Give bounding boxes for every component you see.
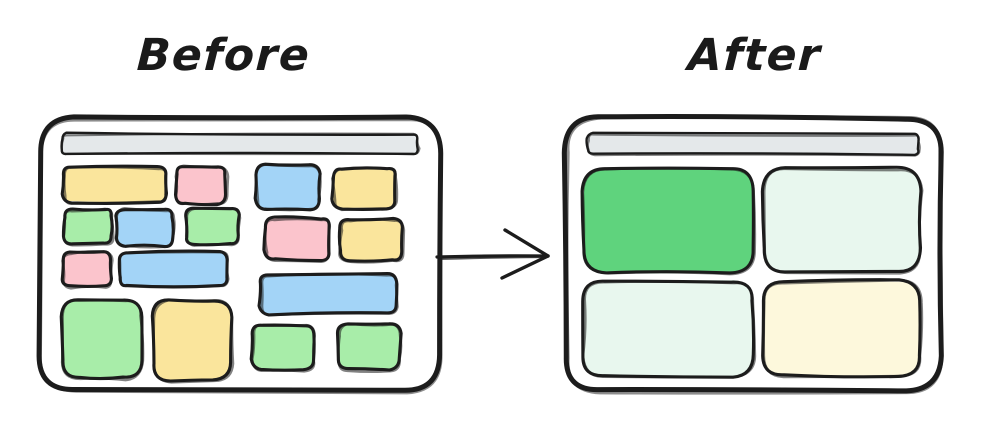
tile-6[interactable] xyxy=(114,206,176,249)
tile-8[interactable] xyxy=(262,215,332,263)
after-tile-bottom-right-fill xyxy=(762,281,921,376)
tile-5-fill xyxy=(63,209,113,245)
before-panel-tiles xyxy=(59,162,406,384)
transform-arrow-group xyxy=(435,228,550,280)
after-tile-top-right-outline-under xyxy=(763,167,924,275)
after-panel-frame-outline xyxy=(561,114,944,394)
tile-6-fill xyxy=(116,208,173,246)
tile-4-outline xyxy=(330,166,397,211)
tile-4[interactable] xyxy=(330,166,399,212)
before-label: Before xyxy=(135,30,312,81)
tile-16-fill xyxy=(337,322,400,371)
tile-12[interactable] xyxy=(257,272,399,317)
tile-11-fill xyxy=(119,251,227,288)
after-tile-top-right-fill xyxy=(762,166,921,274)
after-tile-bottom-left-outline xyxy=(581,279,756,379)
tile-15-fill xyxy=(251,323,315,370)
tile-1-fill xyxy=(63,166,168,203)
tile-5[interactable] xyxy=(61,207,115,247)
tile-2-outline xyxy=(173,165,228,207)
tile-9-fill xyxy=(340,218,403,261)
tile-13[interactable] xyxy=(59,298,145,382)
before-panel-group xyxy=(36,114,444,395)
after-panel-group xyxy=(561,114,944,395)
tile-16[interactable] xyxy=(335,322,403,374)
tile-10-outline xyxy=(60,250,113,288)
tile-2-fill xyxy=(175,165,227,205)
tile-3[interactable] xyxy=(253,162,322,212)
after-tile-bottom-left-fill xyxy=(583,279,754,377)
tile-12-fill xyxy=(260,273,397,315)
tile-9[interactable] xyxy=(337,216,406,264)
after-tile-bottom-left[interactable] xyxy=(581,279,757,379)
tile-8-outline xyxy=(262,215,331,263)
tile-11-outline xyxy=(117,249,229,289)
tile-10-fill xyxy=(62,250,112,287)
tile-1[interactable] xyxy=(60,164,169,206)
tile-14[interactable] xyxy=(150,298,235,384)
tile-11[interactable] xyxy=(117,249,230,289)
tile-7-outline xyxy=(184,206,241,247)
tile-3-outline xyxy=(253,162,322,212)
tile-6-outline xyxy=(114,207,175,249)
after-tile-top-left-fill xyxy=(582,167,754,274)
after-tile-top-right-outline xyxy=(760,165,923,274)
after-tile-top-right[interactable] xyxy=(760,165,924,275)
tile-7[interactable] xyxy=(184,206,242,247)
before-panel-titlebar-outline xyxy=(60,131,419,156)
tile-5-outline xyxy=(61,207,114,246)
tile-13-fill xyxy=(61,298,142,379)
tile-14-fill xyxy=(152,299,231,382)
after-tile-bottom-right[interactable] xyxy=(761,278,924,379)
tile-4-fill xyxy=(332,167,396,209)
before-panel-titlebar[interactable] xyxy=(60,131,421,156)
after-tile-top-left[interactable] xyxy=(580,166,757,276)
after-label: After xyxy=(686,30,823,81)
transform-arrow xyxy=(435,228,550,280)
tile-15[interactable] xyxy=(249,323,316,373)
before-panel-frame-outline xyxy=(36,114,444,393)
tile-16-outline xyxy=(335,322,403,372)
tile-9-outline xyxy=(337,216,404,263)
after-tile-bottom-right-outline xyxy=(761,278,922,379)
after-panel-titlebar-outline xyxy=(585,131,920,157)
tile-14-outline xyxy=(150,298,234,383)
after-panel-titlebar[interactable] xyxy=(585,131,921,157)
tile-10[interactable] xyxy=(60,250,114,290)
tile-13-outline xyxy=(59,298,144,381)
tile-3-fill xyxy=(255,163,321,209)
tile-8-fill xyxy=(265,217,330,260)
after-panel-tiles xyxy=(580,165,924,379)
arrow-head-upper xyxy=(503,228,550,258)
after-panel-titlebar-fill xyxy=(587,132,920,155)
tile-12-outline xyxy=(257,272,399,317)
tile-7-fill xyxy=(185,207,239,245)
before-panel-titlebar-fill xyxy=(61,133,419,154)
arrow-head-lower xyxy=(500,254,550,280)
tile-1-outline xyxy=(60,164,169,205)
arrow-shaft xyxy=(435,254,550,259)
tile-15-outline xyxy=(249,323,316,372)
arrow-shaft-echo xyxy=(438,256,543,261)
after-tile-top-left-outline xyxy=(580,166,755,275)
tile-2[interactable] xyxy=(173,164,230,207)
